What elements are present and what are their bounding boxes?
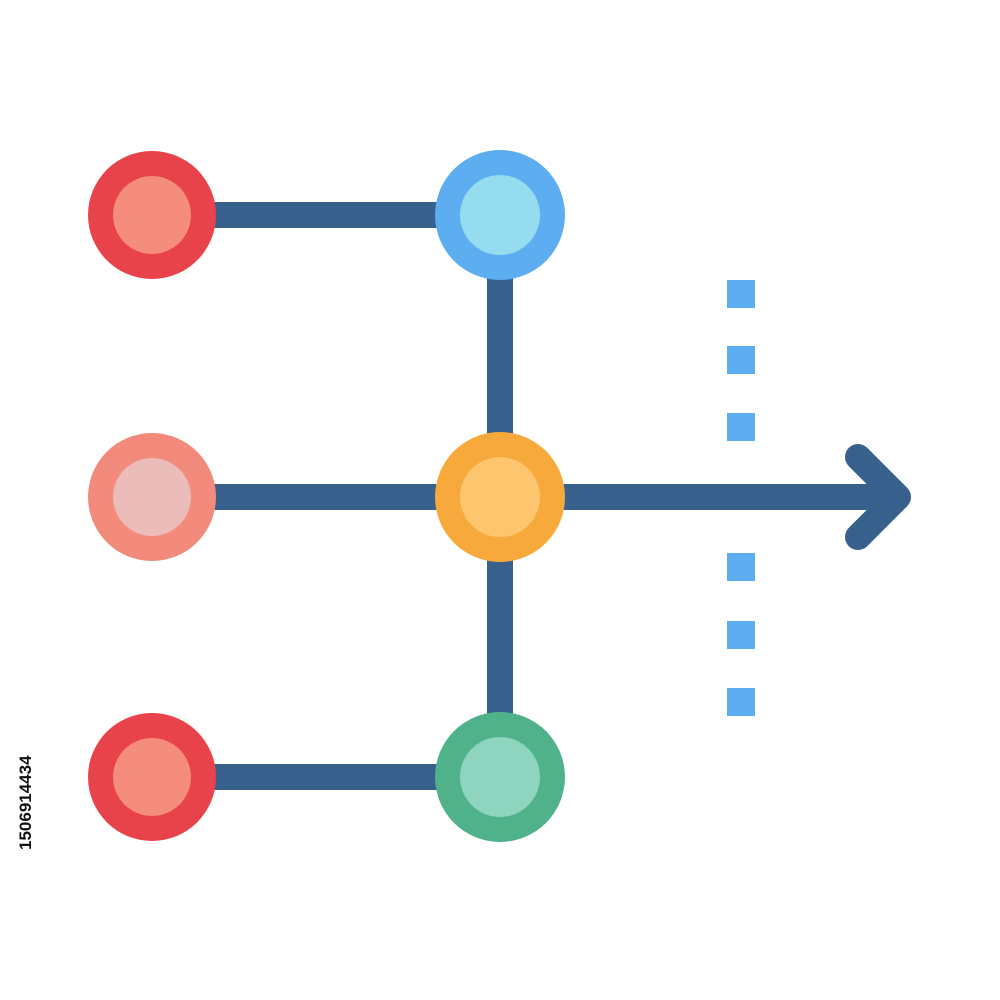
boundary-dash <box>727 346 755 374</box>
node-hub-center <box>435 432 565 562</box>
dashed-boundary <box>727 280 755 716</box>
stock-id-label: 1506914434 <box>16 755 35 850</box>
node-top-center <box>435 150 565 280</box>
node-bottom-center <box>435 712 565 842</box>
boundary-dash <box>727 621 755 649</box>
arrow-head-icon <box>845 444 911 550</box>
node-top-left <box>88 151 216 279</box>
boundary-dash <box>727 688 755 716</box>
node-bottom-left <box>88 713 216 841</box>
boundary-dash <box>727 413 755 441</box>
boundary-dash <box>727 280 755 308</box>
boundary-dash <box>727 553 755 581</box>
node-middle-left <box>88 433 216 561</box>
